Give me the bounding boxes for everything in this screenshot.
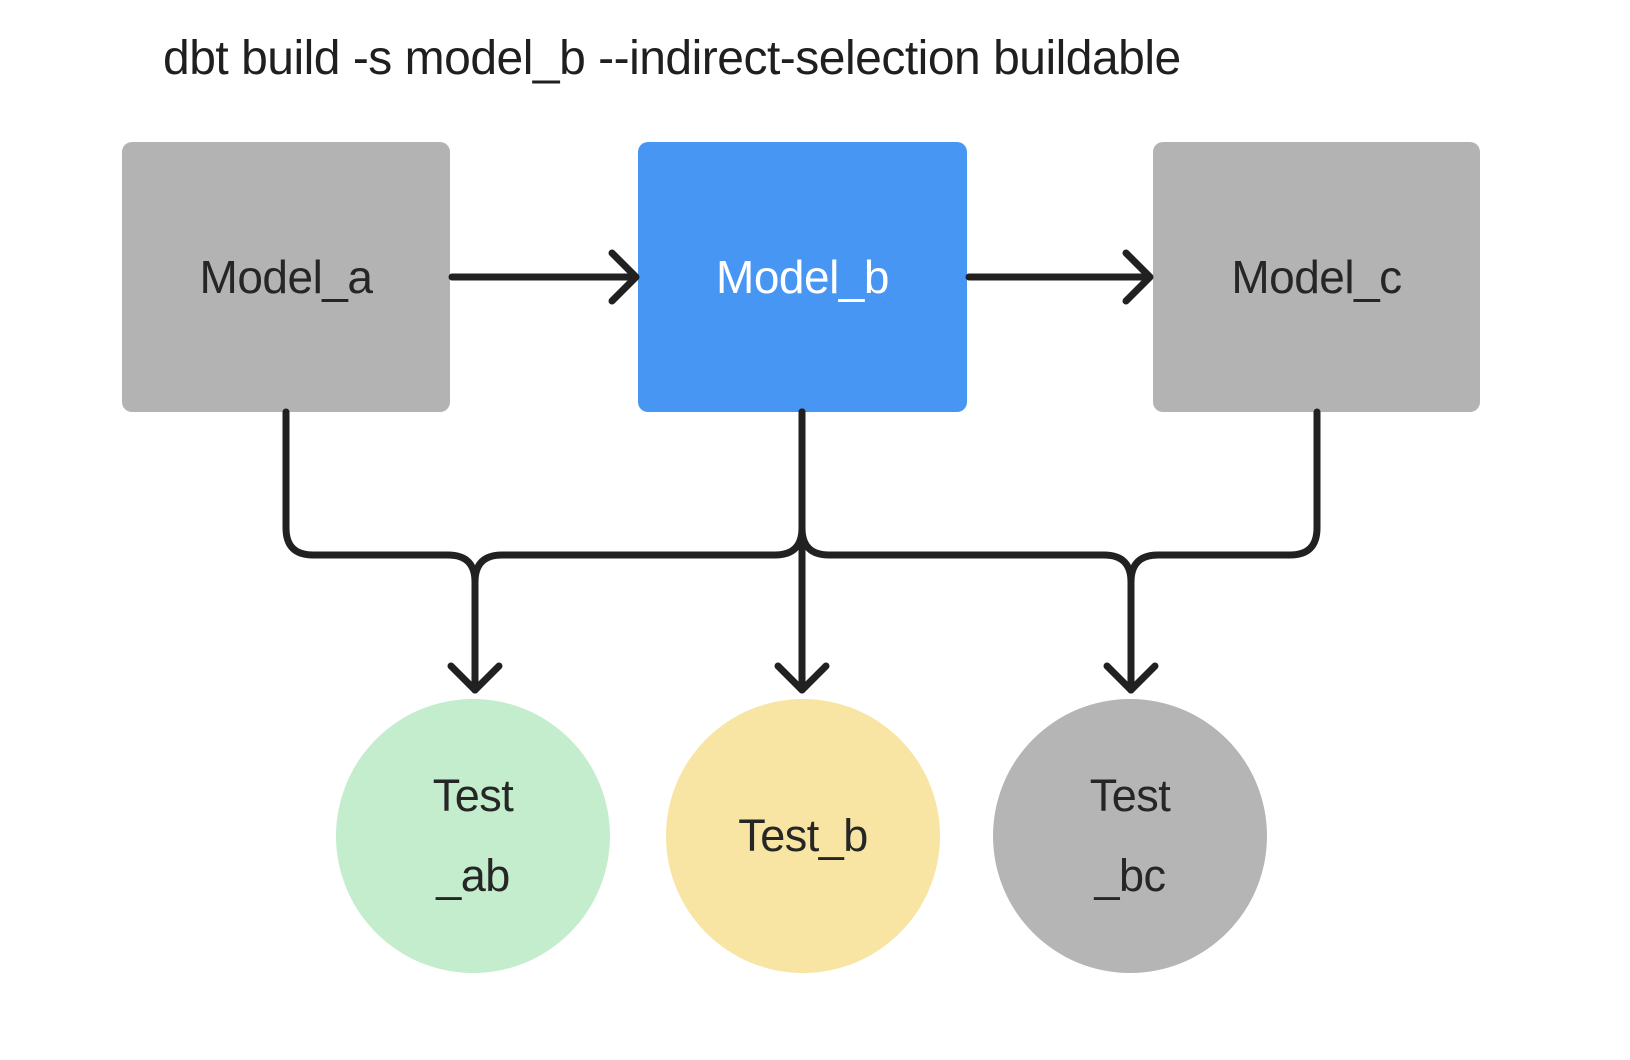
node-model-c-label: Model_c <box>1231 251 1402 303</box>
diagram-title: dbt build -s model_b --indirect-selectio… <box>163 32 1181 85</box>
node-test-bc: Test _bc <box>993 699 1267 973</box>
edge-model-a-to-test-ab <box>282 408 479 694</box>
node-model-b-label: Model_b <box>716 251 889 303</box>
arrowhead-test-bc-icon <box>1103 662 1159 694</box>
arrowhead-model-c-icon <box>1122 249 1154 305</box>
node-model-a-label: Model_a <box>199 251 373 303</box>
node-test-ab: Test _ab <box>336 699 610 973</box>
edge-model-b-to-test-bc <box>798 408 1135 694</box>
arrowhead-test-ab-icon <box>447 662 503 694</box>
node-test-ab-label-line2: _ab <box>436 850 510 901</box>
node-test-bc-label-line1: Test <box>1089 770 1171 821</box>
edge-model-c-to-test-bc <box>1127 408 1321 694</box>
node-model-c: Model_c <box>1153 142 1480 412</box>
arrowhead-model-b-icon <box>608 249 640 305</box>
edge-model-b-to-test-ab <box>471 408 806 694</box>
node-test-bc-label-line2: _bc <box>1094 850 1166 901</box>
node-model-b: Model_b <box>638 142 967 412</box>
node-test-b: Test_b <box>666 699 940 973</box>
arrowhead-test-b-icon <box>774 662 830 694</box>
node-test-b-label: Test_b <box>738 810 868 861</box>
node-test-ab-label-line1: Test <box>432 770 514 821</box>
node-model-a: Model_a <box>122 142 450 412</box>
